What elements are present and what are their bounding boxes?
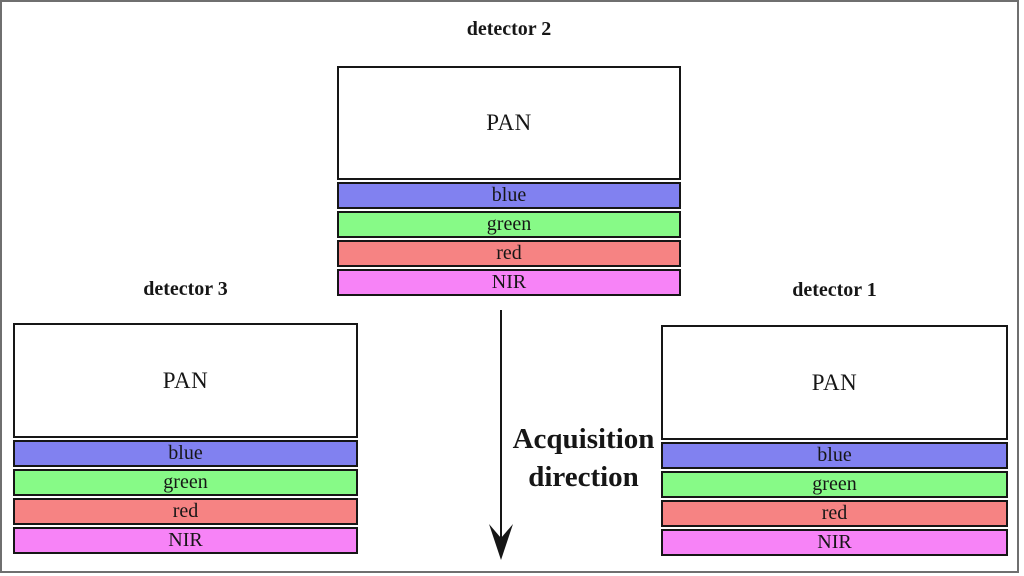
detector-1: detector 1 PAN blue green red NIR (661, 277, 1008, 556)
detector-2-title: detector 2 (466, 18, 552, 40)
detector-1-band-blue: blue (661, 442, 1008, 469)
detector-3-band-blue: blue (13, 440, 358, 467)
detector-2-band-green: green (337, 211, 681, 238)
detector-3-band-green: green (13, 469, 358, 496)
detector-2-pan-area: PAN (337, 66, 681, 180)
detector-3-band-nir: NIR (13, 527, 358, 554)
detector-1-box: PAN blue green red NIR (661, 325, 1008, 556)
detector-3-band-red: red (13, 498, 358, 525)
detector-3: detector 3 PAN blue green red NIR (13, 276, 358, 554)
pan-label: PAN (486, 110, 532, 135)
detector-2-box: PAN blue green red NIR (337, 66, 681, 296)
detector-2-band-nir: NIR (337, 269, 681, 296)
acquisition-direction-label: Acquisition direction (512, 423, 655, 493)
detector-2-band-blue: blue (337, 182, 681, 209)
acquisition-direction-down-arrow-icon (489, 310, 513, 560)
detector-1-pan-area: PAN (661, 325, 1008, 440)
detector-3-box: PAN blue green red NIR (13, 323, 358, 554)
detector-1-band-nir: NIR (661, 529, 1008, 556)
detector-1-title: detector 1 (792, 279, 877, 301)
pan-label: PAN (811, 369, 858, 395)
detector-1-band-green: green (661, 471, 1008, 498)
detector-1-band-red: red (661, 500, 1008, 527)
detector-2-band-red: red (337, 240, 681, 267)
detector-3-title: detector 3 (143, 278, 228, 300)
detector-2: detector 2 PAN blue green red NIR (337, 16, 681, 296)
pan-label: PAN (162, 367, 209, 393)
detector-3-pan-area: PAN (13, 323, 358, 438)
